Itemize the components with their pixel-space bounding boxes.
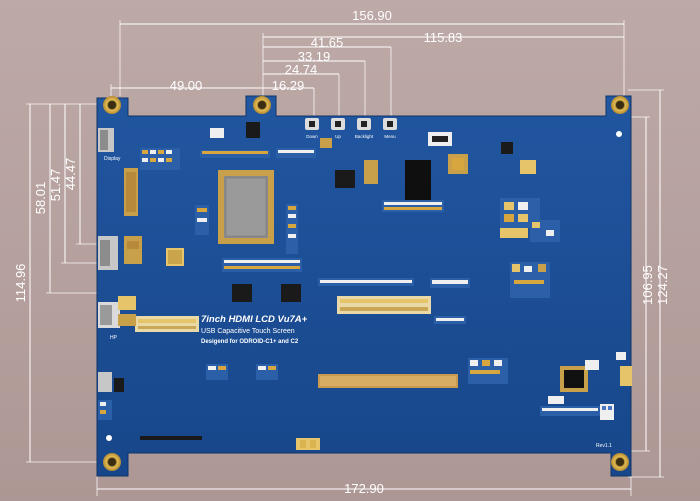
button-label-backlight: Backlight: [355, 134, 374, 139]
pcb-board: Down Up Backlight Menu Display HP: [96, 95, 632, 477]
board-title: 7inch HDMI LCD Vu7A+: [201, 314, 308, 325]
dimension-lines: [26, 20, 664, 496]
silkscreen-text: 7inch HDMI LCD Vu7A+ USB Capacitive Touc…: [201, 314, 612, 449]
dim-156-90: 156.90: [352, 8, 392, 23]
dim-114-96: 114.96: [13, 264, 28, 303]
tactile-buttons: Down Up Backlight Menu: [305, 118, 397, 139]
left-connectors: Display HP: [98, 128, 138, 392]
dim-106-95: 106.95: [640, 265, 655, 305]
display-label: Display: [104, 156, 121, 162]
dim-49-00: 49.00: [170, 78, 203, 93]
dim-33-19: 33.19: [298, 49, 331, 64]
revision-label: Rev1.1: [596, 443, 612, 449]
button-label-down: Down: [306, 134, 318, 139]
dim-172-90: 172.90: [344, 481, 384, 496]
hp-label: HP: [110, 335, 118, 341]
smd-components: [98, 138, 632, 450]
ic-chips: [166, 122, 588, 392]
dim-51-47: 51.47: [48, 169, 63, 202]
button-label-menu: Menu: [384, 134, 396, 139]
dim-44-47: 44.47: [63, 158, 78, 191]
dim-115-83: 115.83: [424, 30, 463, 45]
fpc-connectors: [135, 296, 458, 440]
dim-16-29: 16.29: [272, 78, 305, 93]
main-qfp-chip: [218, 170, 274, 244]
dim-124-27: 124.27: [655, 265, 670, 305]
mounting-holes: [103, 96, 629, 471]
board-subtitle: USB Capacitive Touch Screen: [201, 328, 295, 335]
button-label-up: Up: [335, 134, 341, 139]
board-designed-for: Desigend for ODROID-C1+ and C2: [201, 339, 299, 345]
dim-41-65: 41.65: [311, 35, 344, 50]
dim-24-74: 24.74: [285, 62, 318, 77]
dim-58-01: 58.01: [33, 182, 48, 215]
dimension-labels: 156.90 115.83 41.65 33.19 24.74 16.29 49…: [13, 8, 670, 496]
